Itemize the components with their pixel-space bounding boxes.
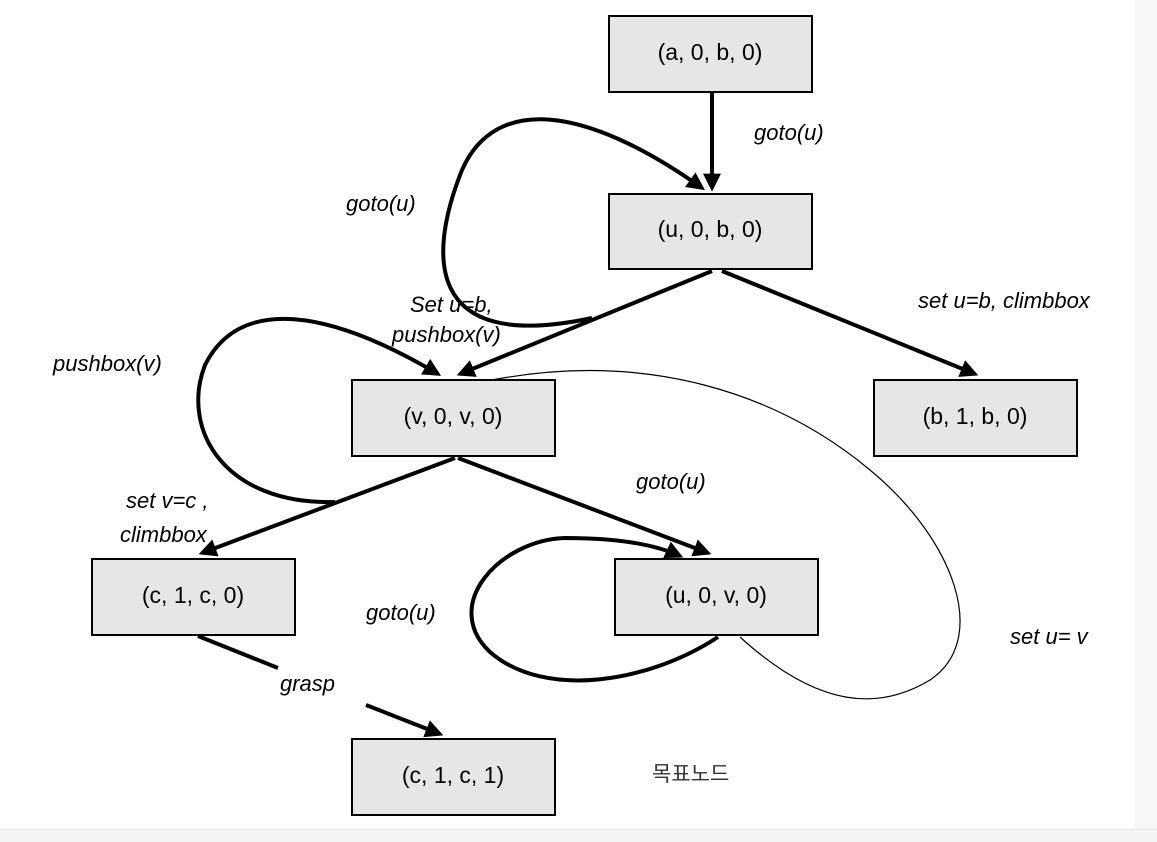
edge-v0v0-to-c1c0: [198, 456, 456, 557]
label-set-ub-line1: Set u=b,: [410, 292, 493, 317]
label-set-ub-climbbox: set u=b, climbbox: [918, 288, 1091, 313]
node-u0b0-label: (u, 0, b, 0): [658, 216, 763, 242]
right-margin-strip: [1135, 0, 1157, 842]
edge-pushbox-loop: [196, 316, 442, 505]
edge-goto-loop-bottom: [469, 535, 720, 683]
node-u0v0-label: (u, 0, v, 0): [665, 582, 767, 608]
node-c1c1: (c, 1, c, 1): [351, 738, 556, 816]
edge-set-uv: [491, 370, 961, 700]
label-set-vc-line2: climbbox: [120, 522, 208, 547]
node-b1b0: (b, 1, b, 0): [873, 379, 1078, 457]
label-set-vc-line1: set v=c ,: [126, 488, 209, 513]
label-set-ub-line2: pushbox(v): [391, 322, 501, 347]
node-a0b0-label: (a, 0, b, 0): [658, 39, 763, 65]
node-a0b0: (a, 0, b, 0): [608, 15, 813, 93]
label-goto-loop-bottom: goto(u): [366, 600, 436, 625]
label-pushbox-loop: pushbox(v): [52, 351, 162, 376]
node-c1c0: (c, 1, c, 0): [91, 558, 296, 636]
node-c1c0-label: (c, 1, c, 0): [142, 582, 244, 608]
edge-u0b0-to-b1b0: [721, 269, 979, 377]
node-b1b0-label: (b, 1, b, 0): [923, 403, 1028, 429]
edge-goto-loop-top: [441, 117, 705, 328]
edge-u0b0-to-v0v0: [456, 269, 713, 377]
goal-node-label: 목표노드: [652, 762, 729, 786]
node-u0b0: (u, 0, b, 0): [608, 193, 813, 270]
node-v0v0-label: (v, 0, v, 0): [404, 403, 503, 429]
edge-v0v0-to-u0v0: [457, 456, 712, 557]
bottom-margin-strip: [0, 829, 1157, 842]
node-c1c1-label: (c, 1, c, 1): [402, 762, 504, 788]
node-v0v0: (v, 0, v, 0): [351, 379, 556, 457]
label-set-uv: set u= v: [1010, 624, 1090, 649]
edge-grasp-a: [197, 634, 279, 670]
label-goto-mid: goto(u): [636, 469, 706, 494]
edge-grasp-b: [365, 703, 444, 738]
label-goto-main: goto(u): [754, 120, 824, 145]
label-grasp: grasp: [280, 671, 335, 696]
node-u0v0: (u, 0, v, 0): [614, 558, 819, 636]
label-goto-loop-top: goto(u): [346, 191, 416, 216]
